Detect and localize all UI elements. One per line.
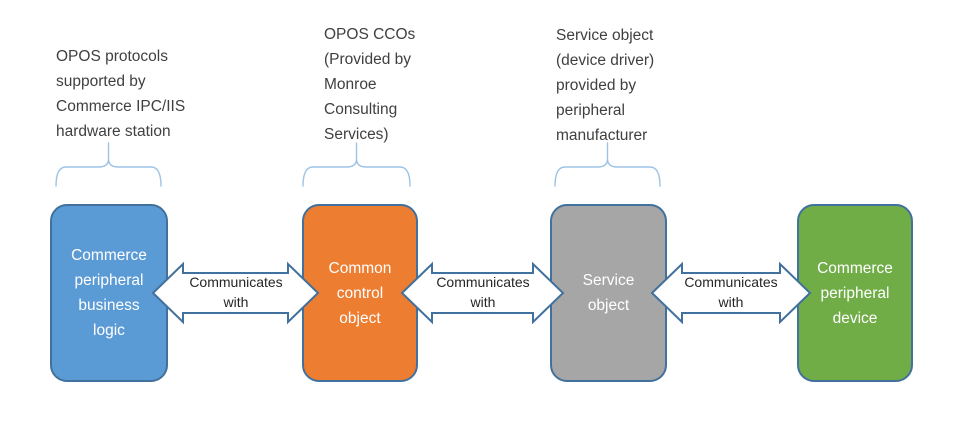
box-label: Common control object	[328, 259, 392, 327]
box-label: Commerce peripheral device	[817, 259, 893, 327]
annotation-service-object: Service object (device driver) provided …	[556, 27, 655, 144]
box-commerce-peripheral-device: Commerce peripheral device	[797, 204, 913, 382]
box-service-object: Service object	[550, 204, 667, 382]
curly-brace-icon-3	[554, 142, 661, 187]
connector-label: Communicates with	[436, 274, 530, 310]
annotation-opos-ccos: OPOS CCOs (Provided by Monroe Consulting…	[324, 26, 416, 143]
annotation-opos-protocols: OPOS protocols supported by Commerce IPC…	[56, 48, 186, 140]
box-commerce-peripheral-business-logic: Commerce peripheral business logic	[50, 204, 168, 382]
box-label: Commerce peripheral business logic	[71, 247, 147, 339]
box-label: Service object	[582, 272, 635, 314]
connector-label: Communicates with	[189, 274, 283, 310]
connector-label: Communicates with	[684, 274, 778, 310]
box-common-control-object: Common control object	[302, 204, 418, 382]
curly-brace-icon-1	[55, 142, 162, 187]
curly-brace-icon-2	[302, 142, 411, 187]
